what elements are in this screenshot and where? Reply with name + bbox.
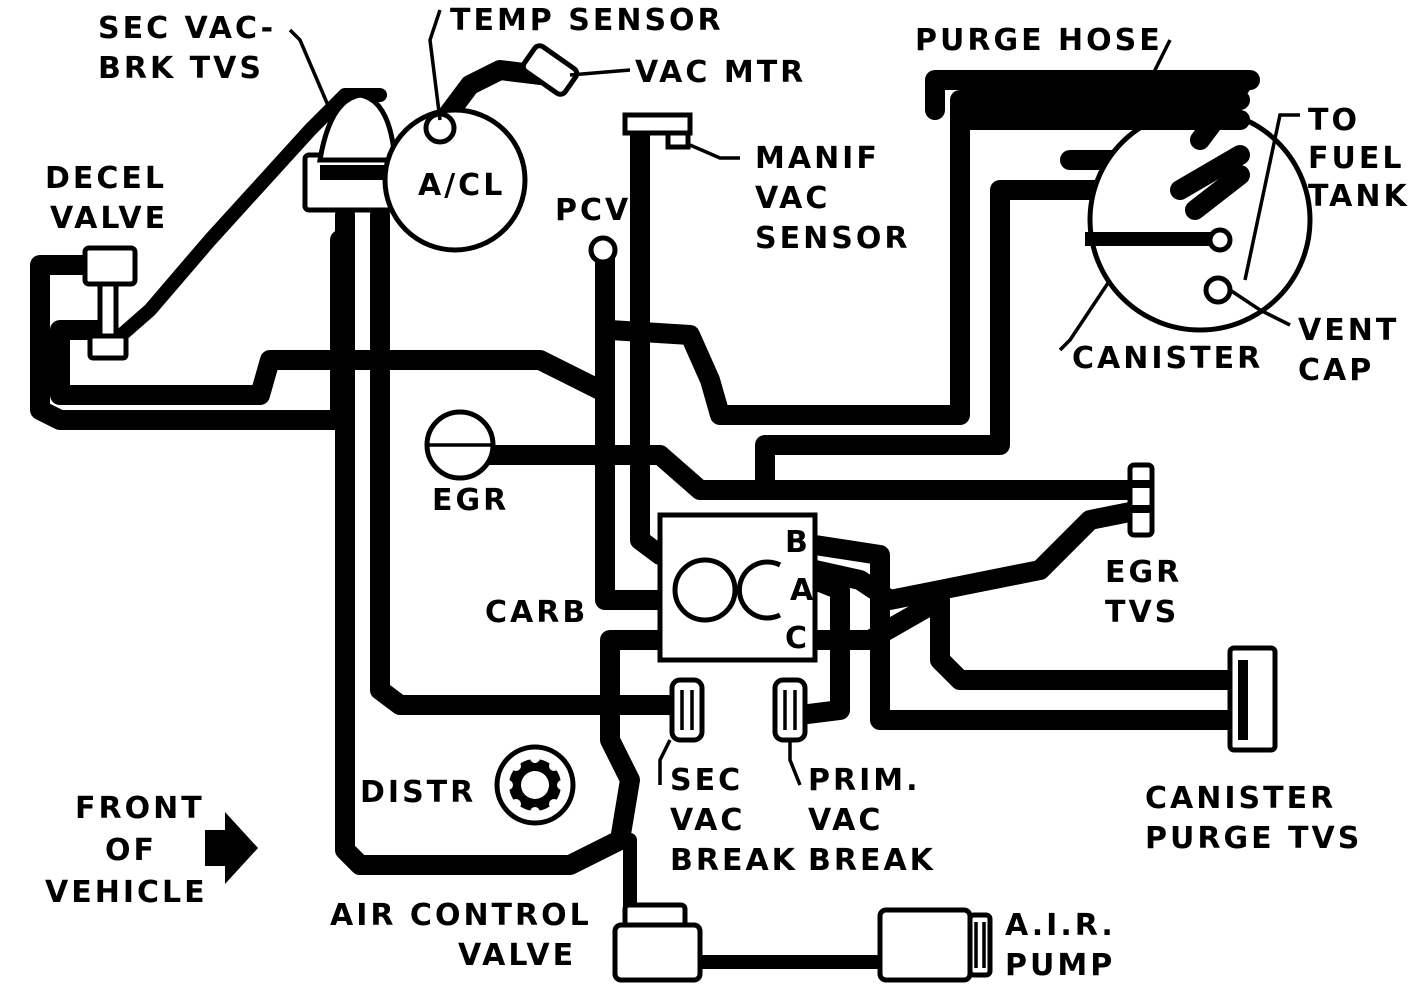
label-vent-cap-2: CAP bbox=[1298, 353, 1374, 388]
labels: SEC VAC- BRK TVS TEMP SENSOR VAC MTR PUR… bbox=[45, 3, 1408, 983]
air-pump bbox=[877, 907, 993, 983]
label-pcv: PCV bbox=[555, 193, 631, 228]
label-to-fuel-tank-1: TO bbox=[1308, 103, 1360, 138]
label-port-c: C bbox=[785, 621, 810, 656]
label-sec-vac-brk-tvs-2: BRK TVS bbox=[98, 51, 264, 86]
label-carb: CARB bbox=[485, 595, 588, 630]
label-egr-tvs-2: TVS bbox=[1105, 595, 1179, 630]
prim-vac-break bbox=[772, 677, 808, 743]
manif-vac-sensor bbox=[622, 112, 693, 150]
label-decel-valve-2: VALVE bbox=[50, 201, 168, 236]
label-egr-tvs-1: EGR bbox=[1105, 555, 1182, 590]
label-vac-mtr: VAC MTR bbox=[635, 55, 806, 90]
label-manif-vac-sensor-2: VAC bbox=[755, 181, 830, 216]
label-purge-hose: PURGE HOSE bbox=[915, 23, 1163, 58]
distributor-icon bbox=[494, 744, 576, 826]
arrow-right-icon bbox=[205, 812, 258, 884]
label-sec-vac-break-2: VAC bbox=[670, 803, 745, 838]
label-sec-vac-break-3: BREAK bbox=[670, 843, 798, 878]
decel-valve bbox=[82, 245, 138, 361]
label-temp-sensor: TEMP SENSOR bbox=[450, 3, 724, 38]
label-decel-valve-1: DECEL bbox=[45, 161, 167, 196]
label-port-b: B bbox=[785, 525, 811, 560]
canister bbox=[1080, 70, 1313, 333]
sec-vac-break bbox=[669, 677, 705, 743]
label-port-a: A bbox=[790, 573, 816, 608]
label-to-fuel-tank-2: FUEL bbox=[1308, 141, 1404, 176]
label-canister-purge-tvs-1: CANISTER bbox=[1145, 781, 1336, 816]
label-vent-cap-1: VENT bbox=[1298, 313, 1399, 348]
label-canister: CANISTER bbox=[1072, 341, 1263, 376]
label-air-control-valve-1: AIR CONTROL bbox=[330, 898, 592, 933]
air-control-valve bbox=[612, 902, 703, 983]
label-to-fuel-tank-3: TANK bbox=[1308, 179, 1408, 214]
label-air-pump-2: PUMP bbox=[1005, 948, 1115, 983]
label-sec-vac-break-1: SEC bbox=[670, 763, 743, 798]
label-acl: A/CL bbox=[418, 168, 505, 203]
label-manif-vac-sensor-1: MANIF bbox=[755, 141, 880, 176]
egr-tvs bbox=[1127, 462, 1155, 538]
label-prim-vac-break-3: BREAK bbox=[808, 843, 936, 878]
label-prim-vac-break-2: VAC bbox=[808, 803, 883, 838]
vacuum-hoses bbox=[30, 60, 1260, 969]
air-cleaner-icon bbox=[382, 43, 580, 253]
sec-vac-brk-tvs bbox=[302, 92, 398, 213]
canister-purge-tvs bbox=[1227, 645, 1278, 753]
label-air-control-valve-2: VALVE bbox=[458, 938, 576, 973]
label-distr: DISTR bbox=[360, 775, 476, 810]
label-prim-vac-break-1: PRIM. bbox=[808, 763, 921, 798]
label-air-pump-1: A.I.R. bbox=[1005, 908, 1116, 943]
label-manif-vac-sensor-3: SENSOR bbox=[755, 221, 910, 256]
leader-lines bbox=[288, 9, 1300, 786]
label-sec-vac-brk-tvs-1: SEC VAC- bbox=[98, 11, 276, 46]
carburetor bbox=[657, 512, 818, 663]
egr-valve bbox=[424, 409, 496, 481]
label-egr: EGR bbox=[432, 483, 509, 518]
label-front-of-vehicle-1: FRONT bbox=[75, 791, 205, 826]
label-front-of-vehicle-2: OF bbox=[105, 833, 157, 868]
label-canister-purge-tvs-2: PURGE TVS bbox=[1145, 821, 1362, 856]
pcv-valve bbox=[588, 235, 618, 265]
label-front-of-vehicle-3: VEHICLE bbox=[45, 875, 208, 910]
